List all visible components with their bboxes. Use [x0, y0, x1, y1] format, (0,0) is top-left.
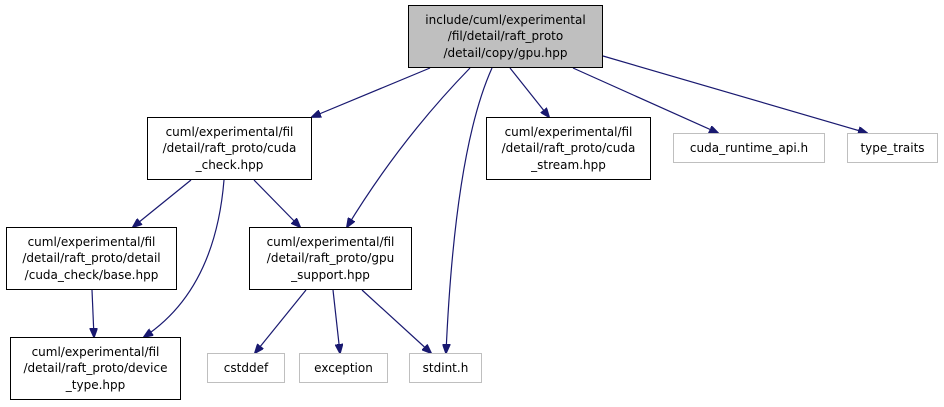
- node-cstddef: cstddef: [207, 353, 285, 383]
- edge-gpu_copy-to-gpu_support: [347, 67, 471, 227]
- node-label-line: cuda_runtime_api.h: [689, 140, 809, 155]
- node-label-line: _check.hpp: [195, 157, 264, 172]
- node-label-line: /detail/raft_proto/gpu: [266, 251, 395, 266]
- node-device-type-hpp[interactable]: cuml/experimental/fil /detail/raft_proto…: [10, 337, 181, 400]
- node-label-line: /detail/raft_proto/cuda: [162, 141, 297, 156]
- node-type-traits: type_traits: [847, 133, 938, 163]
- edge-gpu_support-to-cstddef: [255, 289, 307, 353]
- edge-base-to-device_type: [92, 289, 94, 337]
- node-cuda-check-base-hpp[interactable]: cuml/experimental/fil /detail/raft_proto…: [6, 227, 177, 290]
- edge-gpu_copy-to-type_traits: [602, 55, 867, 133]
- node-label-line: cuml/experimental/fil: [266, 234, 395, 249]
- node-cuda-check-hpp[interactable]: cuml/experimental/fil /detail/raft_proto…: [147, 117, 312, 180]
- edge-gpu_support-to-exception: [332, 289, 340, 353]
- node-label-line: exception: [314, 360, 373, 375]
- node-label-line: /detail/copy/gpu.hpp: [443, 45, 568, 60]
- node-label-line: /cuda_check/base.hpp: [24, 267, 159, 282]
- edge-gpu_copy-to-cuda_runtime: [572, 67, 718, 133]
- node-label-line: cuml/experimental/fil: [504, 124, 633, 139]
- node-label-line: /detail/raft_proto/detail: [22, 251, 161, 266]
- node-label-line: /detail/raft_proto/device: [23, 361, 168, 376]
- edge-gpu_copy-to-cuda_stream: [509, 67, 549, 117]
- node-label-line: /detail/raft_proto/cuda: [501, 141, 636, 156]
- edge-gpu_copy-to-stdint: [446, 67, 493, 353]
- node-cuda-stream-hpp[interactable]: cuml/experimental/fil /detail/raft_proto…: [486, 117, 651, 180]
- node-stdint-h: stdint.h: [409, 353, 482, 383]
- node-label-line: include/cuml/experimental: [425, 12, 586, 27]
- node-label-line: type_traits: [860, 140, 925, 155]
- edge-cuda_check-to-gpu_support: [253, 179, 300, 227]
- node-cuda-runtime-api-h: cuda_runtime_api.h: [673, 133, 825, 163]
- node-exception: exception: [299, 353, 388, 383]
- node-label-line: _support.hpp: [291, 267, 370, 282]
- node-label-line: cstddef: [223, 360, 269, 375]
- node-label-line: /fil/detail/raft_proto: [447, 29, 564, 44]
- node-gpu-support-hpp[interactable]: cuml/experimental/fil /detail/raft_proto…: [249, 227, 412, 290]
- node-gpu-copy-hpp[interactable]: include/cuml/experimental /fil/detail/ra…: [408, 5, 603, 68]
- node-label-line: cuml/experimental/fil: [27, 234, 156, 249]
- node-label-line: _type.hpp: [65, 377, 126, 392]
- node-label-line: stdint.h: [422, 360, 469, 375]
- edge-gpu_copy-to-cuda_check: [312, 67, 431, 117]
- node-label-line: _stream.hpp: [531, 157, 606, 172]
- node-label-line: cuml/experimental/fil: [165, 124, 294, 139]
- edge-cuda_check-to-base: [133, 179, 192, 227]
- edge-cuda_check-to-device_type: [144, 179, 225, 337]
- edge-gpu_support-to-stdint: [361, 289, 431, 353]
- node-label-line: cuml/experimental/fil: [31, 344, 160, 359]
